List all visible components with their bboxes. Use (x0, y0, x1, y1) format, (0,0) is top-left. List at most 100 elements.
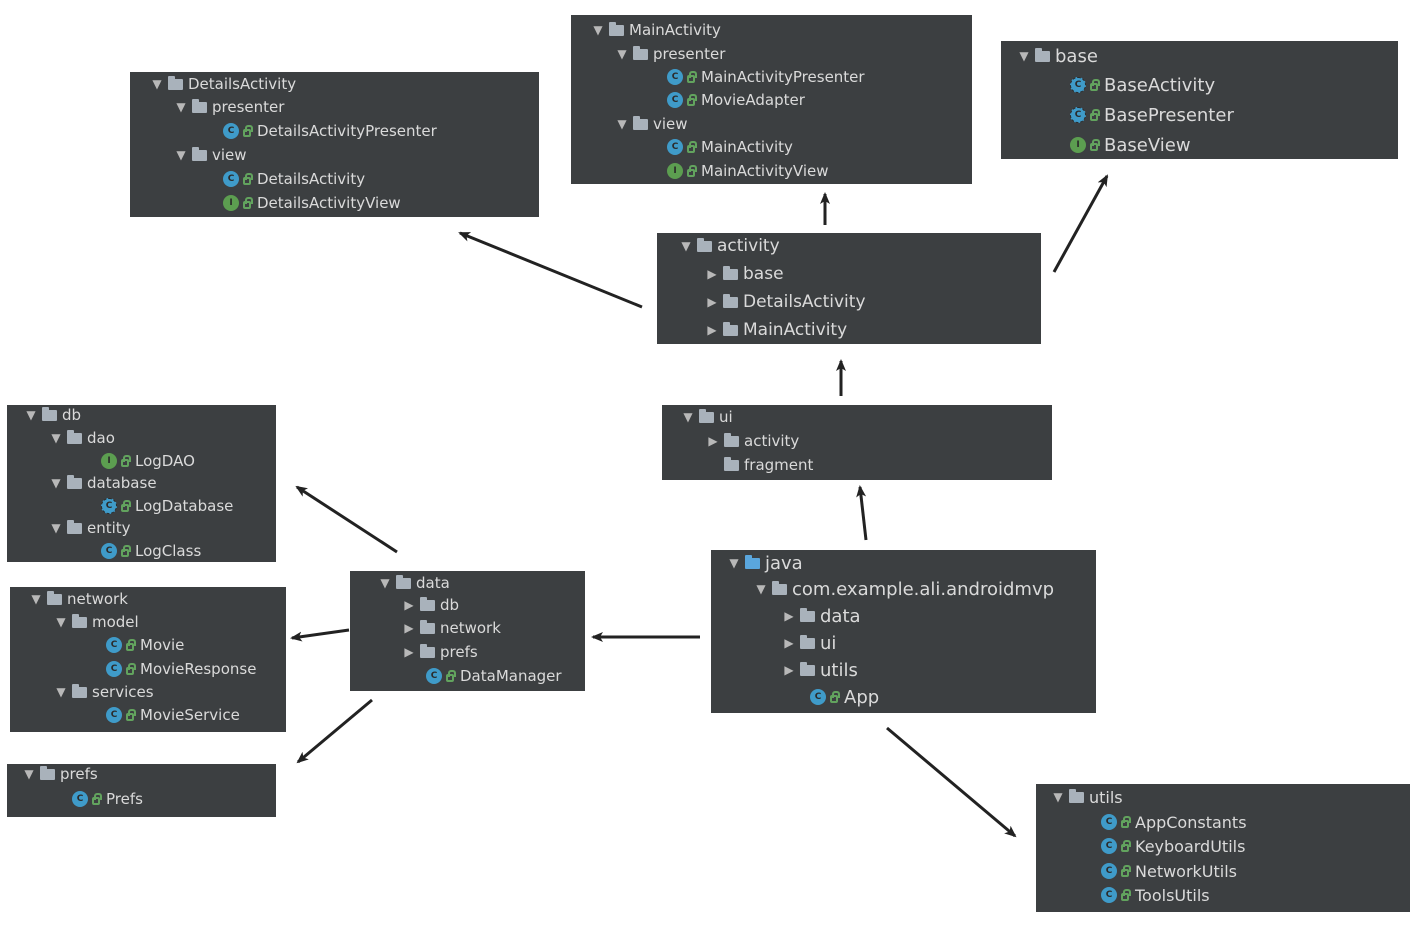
arrow-activity-to-details (458, 231, 643, 309)
triangle-right-icon[interactable]: ▶ (784, 609, 794, 623)
tree-row-entity[interactable]: ▼entity (7, 516, 276, 540)
triangle-down-icon[interactable]: ▼ (51, 521, 61, 535)
tree-row-presenter[interactable]: ▼presenter (130, 95, 539, 119)
tree-row-ui[interactable]: ▼ui (662, 405, 1052, 429)
triangle-down-icon[interactable]: ▼ (152, 77, 162, 91)
tree-row-java[interactable]: ▼java (711, 550, 1096, 576)
triangle-down-icon[interactable]: ▼ (31, 592, 41, 606)
tree-row-database[interactable]: ▼database (7, 471, 276, 495)
triangle-down-icon[interactable]: ▼ (617, 117, 627, 131)
triangle-down-icon[interactable]: ▼ (380, 576, 390, 590)
triangle-right-icon[interactable]: ▶ (707, 267, 717, 281)
triangle-right-icon[interactable]: ▶ (784, 636, 794, 650)
class-icon: C (1101, 863, 1117, 879)
folder-label: fragment (744, 456, 814, 474)
triangle-down-icon[interactable]: ▼ (51, 431, 61, 445)
tree-row-base[interactable]: ▼base (1001, 43, 1398, 69)
folder-icon (697, 237, 712, 252)
tree-row-utils[interactable]: ▶utils (711, 657, 1096, 683)
tree-row-utils[interactable]: ▼utils (1036, 785, 1410, 809)
tree-row-fragment[interactable]: fragment (662, 453, 1052, 477)
tree-row-data[interactable]: ▼data (350, 571, 585, 595)
triangle-down-icon[interactable]: ▼ (756, 582, 766, 596)
triangle-right-icon[interactable]: ▶ (707, 323, 717, 337)
folder-icon (723, 321, 738, 336)
tree-row-activity[interactable]: ▶activity (662, 429, 1052, 453)
tree-row-view[interactable]: ▼view (130, 143, 539, 167)
tree-row-ui[interactable]: ▶ui (711, 630, 1096, 656)
folder-label: base (743, 264, 784, 284)
triangle-down-icon[interactable]: ▼ (729, 556, 739, 570)
tree-row-model[interactable]: ▼model (10, 610, 286, 634)
tree-row-view[interactable]: ▼view (571, 112, 972, 136)
tree-row-base[interactable]: ▶ base (657, 261, 1041, 287)
tree-row-activity[interactable]: ▼activity (657, 233, 1041, 259)
triangle-down-icon[interactable]: ▼ (1053, 790, 1063, 804)
triangle-down-icon[interactable]: ▼ (24, 767, 34, 781)
tree-row-package[interactable]: ▼com.example.ali.androidmvp (711, 576, 1096, 602)
triangle-right-icon[interactable]: ▶ (708, 434, 718, 448)
triangle-down-icon[interactable]: ▼ (26, 408, 36, 422)
tree-row-dao[interactable]: ▼dao (7, 426, 276, 450)
triangle-down-icon[interactable]: ▼ (593, 23, 603, 37)
folder-icon (724, 456, 739, 471)
tree-row-services[interactable]: ▼services (10, 680, 286, 704)
triangle-right-icon[interactable]: ▶ (404, 645, 414, 659)
triangle-down-icon[interactable]: ▼ (176, 100, 186, 114)
triangle-right-icon[interactable]: ▶ (404, 621, 414, 635)
triangle-down-icon[interactable]: ▼ (51, 476, 61, 490)
triangle-down-icon[interactable]: ▼ (56, 615, 66, 629)
triangle-down-icon[interactable]: ▼ (681, 239, 691, 253)
tree-row-db[interactable]: ▼db (7, 403, 276, 427)
triangle-down-icon[interactable]: ▼ (1019, 49, 1029, 63)
tree-row-main-activity[interactable]: ▼MainActivity (571, 18, 972, 42)
tree-row-data[interactable]: ▶data (711, 603, 1096, 629)
tree-row-network[interactable]: ▼network (10, 587, 286, 611)
tree-row-prefs[interactable]: ▼prefs (7, 762, 276, 786)
triangle-down-icon[interactable]: ▼ (56, 685, 66, 699)
triangle-right-icon[interactable]: ▶ (404, 598, 414, 612)
tree-row-network[interactable]: ▶network (350, 616, 585, 640)
triangle-down-icon[interactable]: ▼ (683, 410, 693, 424)
folder-icon (40, 765, 55, 780)
tree-row-details-activity[interactable]: ▶DetailsActivity (657, 289, 1041, 315)
tree-row-prefs[interactable]: ▶ prefs (350, 640, 585, 664)
tree-row-db[interactable]: ▶db (350, 593, 585, 617)
triangle-right-icon[interactable]: ▶ (784, 663, 794, 677)
folder-label: DetailsActivity (188, 75, 297, 93)
class-icon: C (106, 707, 122, 723)
triangle-right-icon[interactable]: ▶ (707, 295, 717, 309)
folder-label: prefs (440, 643, 478, 661)
tree-row-details-activity[interactable]: ▼ DetailsActivity (130, 72, 539, 96)
tree-row-presenter[interactable]: ▼presenter (571, 42, 972, 66)
tree-row-main-activity[interactable]: ▶MainActivity (657, 317, 1041, 343)
triangle-down-icon[interactable]: ▼ (617, 47, 627, 61)
triangle-down-icon[interactable]: ▼ (176, 148, 186, 162)
